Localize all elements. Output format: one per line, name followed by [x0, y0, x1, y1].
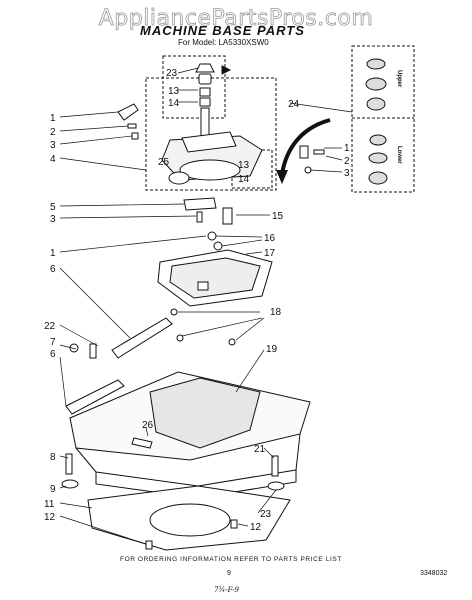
base-plate: [87, 485, 291, 551]
washer: [131, 132, 139, 140]
leader-lines: [59, 67, 353, 545]
seal-ring: [366, 97, 386, 111]
callout-13: 13: [168, 86, 180, 97]
bracket-5: [183, 197, 217, 211]
callout-6b: 6: [50, 349, 56, 360]
pointer-arrow: [280, 118, 331, 175]
seal-ring: [368, 152, 388, 164]
screw: [313, 149, 325, 155]
cam-part: [299, 145, 309, 159]
upper-label: Upper: [396, 70, 402, 88]
feet: [61, 453, 285, 550]
document-number: 3348032: [420, 570, 448, 577]
callout-1m: 1: [50, 248, 56, 259]
brace-upper: [111, 317, 173, 359]
cap-part: [195, 63, 215, 73]
callout-3r: 3: [344, 168, 350, 179]
callout-15: 15: [272, 211, 284, 222]
callout-6: 6: [50, 264, 56, 275]
callout-2r: 2: [344, 156, 350, 167]
callout-12: 12: [44, 512, 56, 523]
seal-ring: [368, 171, 388, 185]
callout-1: 1: [50, 113, 56, 124]
callout-25: 25: [158, 157, 170, 168]
callout-2: 2: [50, 127, 56, 138]
pointer-arrowhead: [276, 170, 288, 184]
seal-inset-box: [351, 45, 415, 193]
right-hardware: [299, 145, 325, 174]
brace-lower: [65, 379, 125, 415]
top-arrow-icon: [221, 65, 232, 75]
spline-part: [199, 87, 211, 97]
callout-9: 9: [50, 484, 56, 495]
clip-part: [199, 97, 211, 107]
callout-14b: 14: [238, 174, 250, 185]
callout-22: 23: [260, 509, 272, 520]
part-18: [170, 308, 236, 346]
callout-3m: 3: [50, 214, 56, 225]
callout-23: 23: [166, 68, 178, 79]
ordering-note: FOR ORDERING INFORMATION REFER TO PARTS …: [120, 556, 342, 563]
callout-1r: 1: [344, 143, 350, 154]
seal-ring: [366, 58, 386, 70]
seal-ring: [365, 77, 387, 91]
pin-3: [196, 211, 203, 223]
bracket: [117, 103, 139, 121]
left-hardware: [117, 103, 139, 140]
callout-21: 21: [254, 444, 266, 455]
diagram-title: MACHINE BASE PARTS: [140, 23, 305, 38]
callout-18: 18: [270, 307, 282, 318]
bolt: [127, 123, 137, 129]
callout-26: 26: [142, 420, 154, 431]
watermark: AppliancePartsPros.com: [98, 6, 374, 32]
callout-20: 22: [44, 321, 56, 332]
callout-8: 8: [50, 452, 56, 463]
handwritten-note: 7¾-F-9: [214, 586, 239, 594]
callout-14: 14: [168, 98, 180, 109]
callout-16: 16: [264, 233, 276, 244]
callout-13b: 13: [238, 160, 250, 171]
callout-numbers: 1 2 3 4 23 13 14 24 25 13 14 1 2 3 5 3 1…: [44, 68, 350, 533]
callout-11: 11: [44, 499, 55, 510]
callout-17: 17: [264, 248, 276, 259]
callout-3: 3: [50, 140, 56, 151]
callout-24: 24: [288, 99, 300, 110]
seal-kit: [365, 58, 388, 185]
top-inset-parts: [195, 63, 232, 107]
coupling-part: [198, 73, 212, 85]
grommet-16: [207, 231, 217, 241]
transmission-assembly: [161, 107, 263, 185]
callout-5: 5: [50, 202, 56, 213]
small-parts-7-20: [69, 343, 97, 359]
page-number: 9: [227, 570, 231, 577]
callout-12b: 12: [250, 522, 262, 533]
top-inset-box: [162, 55, 226, 119]
base-frame: [69, 371, 311, 499]
belt-ring: [168, 171, 190, 185]
support-tray: [157, 249, 273, 307]
grommet-16b: [213, 241, 223, 251]
transmission-top: [181, 131, 237, 153]
seal-ring: [369, 134, 387, 146]
model-number: For Model: LA5330XSW0: [178, 38, 269, 47]
callout-19: 19: [266, 344, 278, 355]
callout-7: 7: [50, 337, 56, 348]
pulley: [179, 159, 241, 181]
callout-4: 4: [50, 154, 56, 165]
bushing-15: [222, 207, 233, 225]
lower-label: Lower: [396, 146, 402, 164]
part-26: [131, 437, 153, 449]
middle-parts: [183, 197, 233, 251]
